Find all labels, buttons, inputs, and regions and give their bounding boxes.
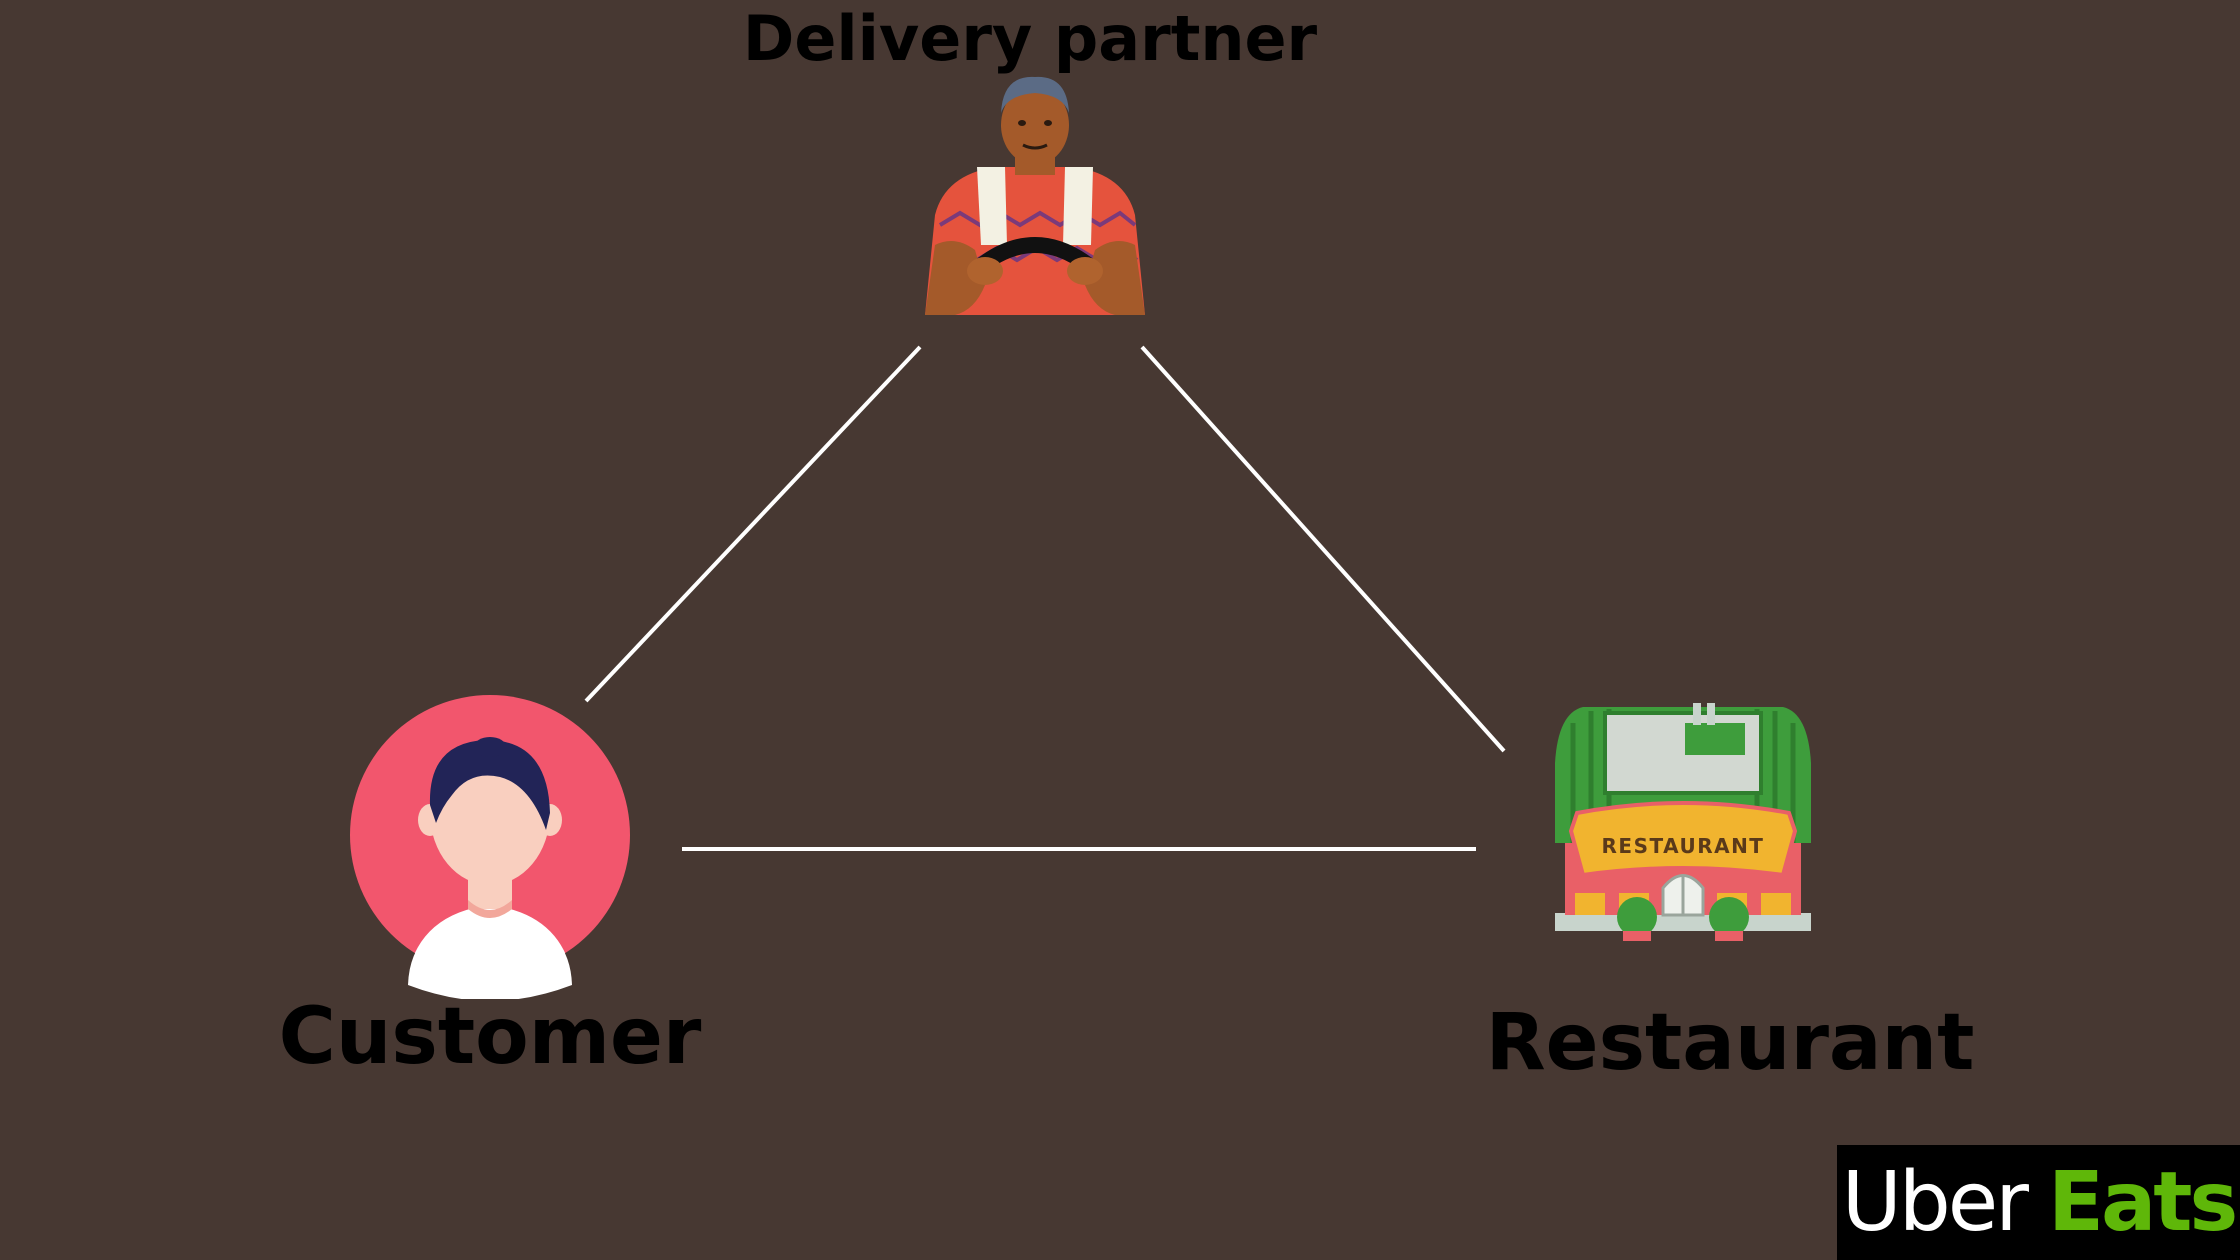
restaurant-label: Restaurant [1485, 998, 1975, 1088]
delivery-partner-label: Delivery partner [742, 2, 1318, 75]
logo-word-eats: Eats [2047, 1155, 2238, 1250]
customer-avatar-icon [350, 695, 630, 999]
edge-delivery-restaurant [1140, 345, 1506, 753]
delivery-partner-icon [925, 76, 1145, 315]
restaurant-sign-text: RESTAURANT [1602, 834, 1765, 858]
uber-eats-logo: Uber Eats [1837, 1145, 2240, 1260]
customer-label: Customer [278, 992, 702, 1082]
edge-delivery-customer [584, 345, 922, 703]
restaurant-icon: RESTAURANT [1555, 703, 1811, 941]
logo-word-uber: Uber [1841, 1155, 2029, 1250]
